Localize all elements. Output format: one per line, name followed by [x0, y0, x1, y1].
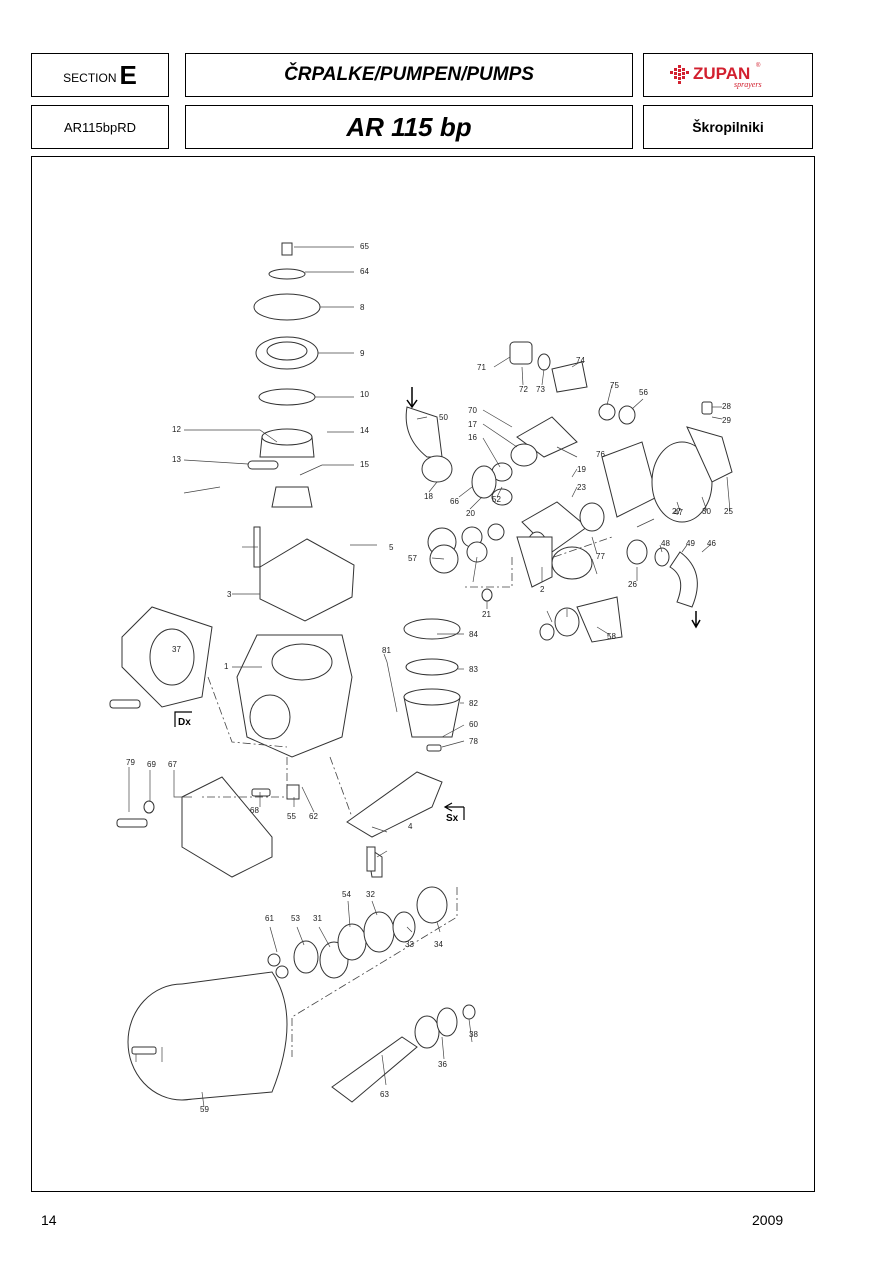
- part-number-label: 81: [382, 646, 391, 655]
- section-box: SECTION E: [31, 53, 169, 97]
- part-number-label: 48: [661, 539, 670, 548]
- part-number-label: 50: [439, 413, 448, 422]
- part-number-label: 30: [702, 507, 711, 516]
- inlet-arrow-icon: [406, 387, 418, 409]
- pump-exploded-diagram: Dx Sx 6564891012141315375318184838260787…: [109, 242, 733, 1114]
- part-number-label: 60: [469, 720, 478, 729]
- leader-lines: [128, 246, 731, 1108]
- part-number-label: 52: [492, 495, 501, 504]
- part-number-label: 83: [469, 665, 478, 674]
- part-number-label: 33: [405, 940, 414, 949]
- section-label: SECTION: [63, 71, 117, 85]
- part-number-label: 74: [576, 356, 585, 365]
- part-number-label: 26: [628, 580, 637, 589]
- part-number-label: 27: [672, 507, 681, 516]
- model-name: AR 115 bp: [185, 105, 633, 149]
- part-number-label: 66: [450, 497, 459, 506]
- part-number-label: 18: [424, 492, 433, 501]
- brand-logo: ZUPAN ® sprayers: [643, 53, 813, 97]
- part-number-label: 68: [250, 806, 259, 815]
- part-number-label: 76: [596, 450, 605, 459]
- part-number-label: 25: [724, 507, 733, 516]
- part-number-label: 36: [438, 1060, 447, 1069]
- svg-text:Sx: Sx: [446, 813, 459, 824]
- part-number-label: 84: [469, 630, 478, 639]
- outlet-arrow-icon: [691, 611, 701, 629]
- part-number-label: 82: [469, 699, 478, 708]
- part-number-label: 54: [342, 890, 351, 899]
- part-number-label: 20: [466, 509, 475, 518]
- part-number-label: 71: [477, 363, 486, 372]
- part-number-label: 29: [722, 416, 731, 425]
- part-number-label: 19: [577, 465, 586, 474]
- part-number-label: 16: [468, 433, 477, 442]
- part-number-label: 9: [360, 349, 365, 358]
- category-label: Škropilniki: [643, 105, 813, 149]
- part-number-label: 49: [686, 539, 695, 548]
- part-number-label: 28: [722, 402, 731, 411]
- part-number-label: 72: [519, 385, 528, 394]
- part-number-label: 63: [380, 1090, 389, 1099]
- part-number-label: 4: [408, 822, 413, 831]
- part-number-label: 75: [610, 381, 619, 390]
- page-number: 14: [41, 1212, 57, 1228]
- part-number-label: 77: [596, 552, 605, 561]
- part-number-label: 64: [360, 267, 369, 276]
- part-number-label: 8: [360, 303, 365, 312]
- parts-layer: [109, 242, 733, 1103]
- page-title: ČRPALKE/PUMPEN/PUMPS: [185, 53, 633, 97]
- part-number-label: 59: [200, 1105, 209, 1114]
- part-number-label: 14: [360, 426, 369, 435]
- year: 2009: [752, 1212, 784, 1228]
- part-number-label: 57: [408, 554, 417, 563]
- logo-text: ZUPAN: [693, 64, 750, 83]
- part-number-label: 67: [168, 760, 177, 769]
- part-number-label: 69: [147, 760, 156, 769]
- part-number-label: 10: [360, 390, 369, 399]
- logo-sub: sprayers: [734, 80, 762, 89]
- part-number-label: 58: [607, 632, 616, 641]
- part-number-label: 13: [172, 455, 181, 464]
- part-number-label: 62: [309, 812, 318, 821]
- part-number-label: 79: [126, 758, 135, 767]
- part-number-label: 47: [674, 508, 683, 517]
- part-number-label: 17: [468, 420, 477, 429]
- logo-mark: ®: [756, 62, 761, 69]
- part-number-label: 31: [313, 914, 322, 923]
- section-value: E: [119, 59, 137, 90]
- part-number-label: 32: [366, 890, 375, 899]
- part-number-label: 46: [707, 539, 716, 548]
- part-number-label: 70: [468, 406, 477, 415]
- part-number-label: 37: [172, 645, 181, 654]
- part-number-label: 53: [291, 914, 300, 923]
- svg-text:Dx: Dx: [178, 717, 191, 728]
- dx-label: Dx: [174, 711, 192, 728]
- part-number-label: 65: [360, 242, 369, 251]
- part-number-label: 61: [265, 914, 274, 923]
- part-number-label: 55: [287, 812, 296, 821]
- part-number-label: 78: [469, 737, 478, 746]
- part-number-label: 23: [577, 483, 586, 492]
- part-number-label: 15: [360, 460, 369, 469]
- part-number-label: 38: [469, 1030, 478, 1039]
- part-number-label: 1: [224, 662, 229, 671]
- product-code: AR115bpRD: [31, 105, 169, 149]
- part-number-label: 56: [639, 388, 648, 397]
- zupan-logo-icon: ZUPAN ® sprayers: [670, 62, 762, 89]
- part-number-label: 12: [172, 425, 181, 434]
- part-number-label: 34: [434, 940, 443, 949]
- part-number-label: 73: [536, 385, 545, 394]
- part-number-label: 5: [389, 543, 394, 552]
- part-number-label: 3: [227, 590, 232, 599]
- part-number-label: 21: [482, 610, 491, 619]
- sx-label: Sx: [443, 802, 465, 824]
- part-number-label: 2: [540, 585, 545, 594]
